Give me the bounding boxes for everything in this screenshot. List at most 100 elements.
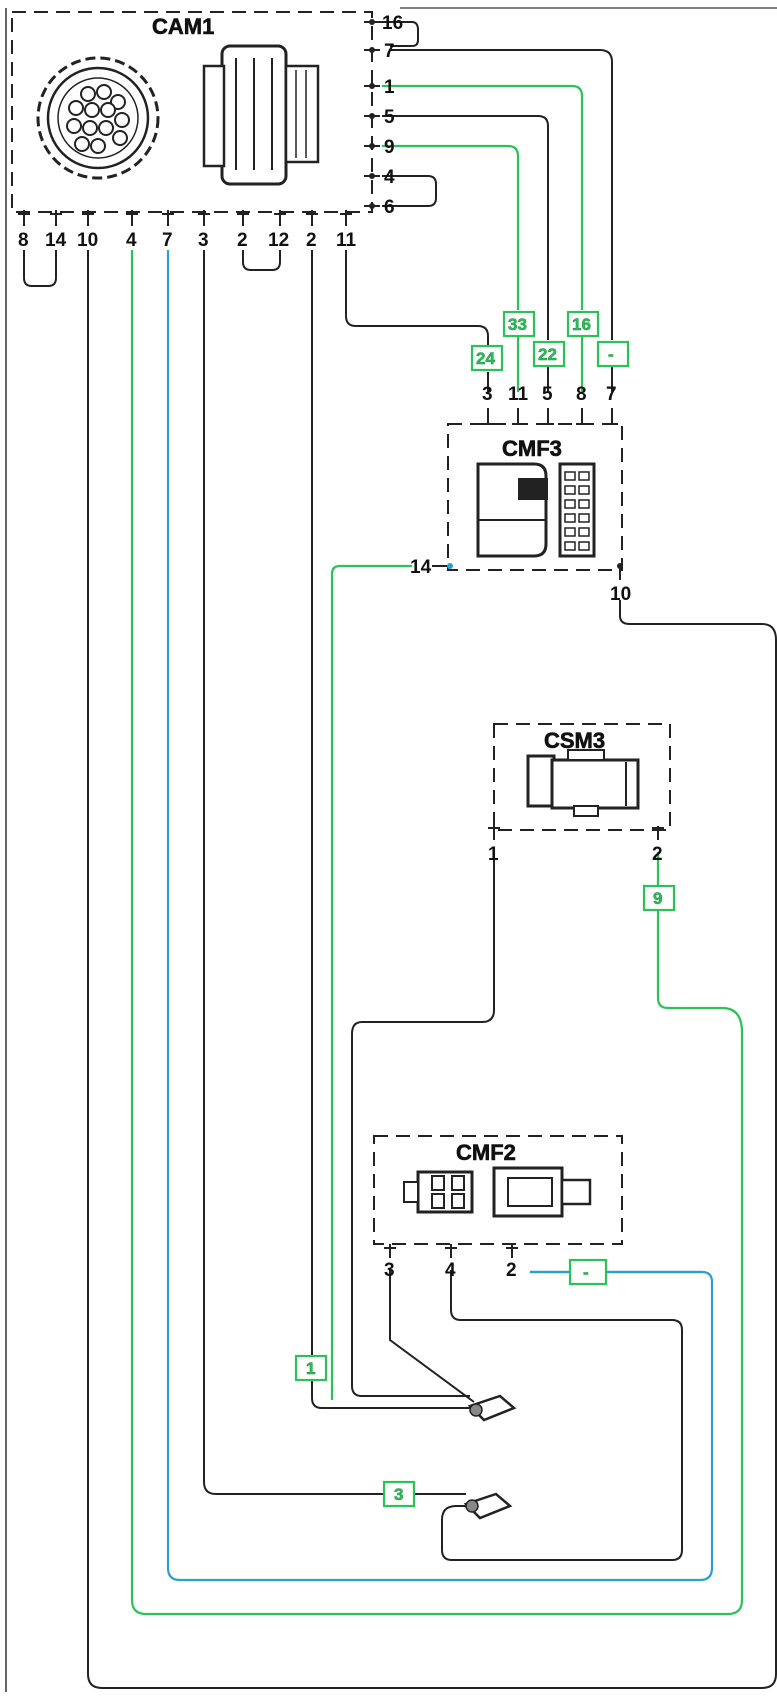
cmf3-pin-block-icon: [558, 462, 596, 558]
cam1-pin-label: 11: [336, 230, 357, 251]
cam1-pin: 3: [198, 210, 210, 251]
cmf3-pin: 11: [508, 384, 529, 425]
cam1-pin: 7: [364, 41, 395, 62]
cmf2-connector: CMF2 3 4 2: [373, 1135, 623, 1281]
cmf3-pin-label: 10: [610, 584, 631, 605]
cmf2-pin: 4: [445, 1244, 457, 1281]
cmf2-title: CMF2: [456, 1140, 516, 1165]
cmf3-pin-label: 14: [410, 557, 432, 578]
cam1-pin: 6: [364, 197, 395, 218]
cmf3-connector: CMF3 3 11 5 8 7 14 10: [410, 384, 631, 605]
cam1-pin: 1: [364, 77, 395, 98]
cam1-pin: 7: [162, 210, 174, 251]
cmf3-pin: 14: [410, 557, 453, 578]
cmf3-pin: 7: [606, 384, 618, 425]
cam1-pin-label: 7: [384, 41, 395, 62]
cam1-pin: 12: [268, 210, 289, 251]
cmf3-pin-label: 8: [576, 384, 587, 405]
cam1-title: CAM1: [152, 14, 214, 39]
wire-tag-label: 16: [572, 315, 591, 334]
wire-tag: 22: [532, 340, 566, 368]
wire-tag-label: 9: [653, 889, 662, 908]
cam1-right-pins: 16 7 1 5 9 4 6: [364, 13, 403, 218]
cam1-pin: 5: [364, 107, 395, 128]
cmf2-boundary: [373, 1135, 623, 1245]
cam1-pin-label: 2: [306, 230, 317, 251]
wire-tag: 16: [566, 310, 600, 338]
cam1-pin-label: 9: [384, 137, 395, 158]
cmf3-pin: 5: [542, 384, 554, 425]
cam1-pin-label: 1: [384, 77, 395, 98]
cam1-pin: 10: [77, 210, 98, 251]
wire-tag-label: 22: [538, 345, 557, 364]
cmf3-pin: 8: [576, 384, 588, 425]
cmf2-pin: 3: [384, 1244, 396, 1281]
cmf3-pin-label: 11: [508, 384, 529, 405]
wire-tag-label: -: [583, 1263, 589, 1282]
cam1-connector: CAM1 16 7 1: [11, 11, 403, 251]
cmf2-socket-icon: [403, 1170, 474, 1214]
outer-frame: [5, 7, 777, 1692]
csm3-plug-icon: [526, 749, 640, 817]
csm3-pin: 2: [652, 826, 664, 865]
cam1-pin-label: 5: [384, 107, 395, 128]
cmf3-pin: 3: [482, 384, 494, 425]
wire-tag-label: 24: [476, 349, 495, 368]
cam1-pin: 8: [18, 210, 30, 251]
wire-tag: 3: [382, 1480, 416, 1508]
cam1-side-profile-icon: [202, 44, 320, 186]
cam1-boundary: [11, 11, 373, 213]
csm3-connector: CSM3 1 2: [488, 723, 671, 865]
cmf3-top-pins: 3 11 5 8 7: [482, 384, 618, 425]
cmf2-plug-icon: [492, 1166, 592, 1218]
wire-tag-label: 33: [508, 315, 527, 334]
cam1-pin: 14: [45, 210, 67, 251]
cmf3-pin-label: 7: [606, 384, 617, 405]
wire-tag: 24: [470, 344, 504, 372]
cmf2-pin-label: 4: [445, 1260, 456, 1281]
splice-terminal-icon: [463, 1492, 513, 1520]
wire-tag-label: 3: [394, 1485, 403, 1504]
cam1-pin: 4: [126, 210, 138, 251]
cam1-bottom-pins: 8 14 10 4 7 3 2 12 2 11: [18, 210, 357, 251]
cam1-pin: 2: [237, 210, 249, 251]
csm3-pin-label: 1: [488, 844, 499, 865]
wire-tag: 33: [502, 310, 536, 338]
cmf2-pin-label: 3: [384, 1260, 395, 1281]
cam1-pin: 16: [364, 13, 403, 34]
cam1-pin-label: 6: [384, 197, 395, 218]
wire-tag: -: [568, 1258, 608, 1286]
cam1-pin-label: 14: [45, 230, 67, 251]
cmf3-pin-label: 3: [482, 384, 493, 405]
cam1-round-connector-icon: [36, 56, 160, 180]
cam1-pin-label: 8: [18, 230, 29, 251]
cam1-pin-label: 12: [268, 230, 289, 251]
csm3-boundary: [493, 723, 671, 831]
wire-tag-label: -: [608, 345, 614, 364]
cam1-pin-label: 7: [162, 230, 173, 251]
cmf3-title: CMF3: [502, 436, 562, 461]
wire-tags-top: 33 16 22 24 -: [470, 310, 630, 372]
wire-tag: 9: [642, 884, 676, 912]
cam1-pin-label: 16: [382, 13, 403, 34]
cam1-pin-label: 4: [126, 230, 137, 251]
cmf2-pin-label: 2: [506, 1260, 517, 1281]
wire-tag: 1: [294, 1354, 328, 1382]
cam1-pin: 4: [364, 167, 395, 188]
cam1-pin: 9: [364, 137, 395, 158]
csm3-pin: 1: [488, 826, 500, 865]
cmf3-plug-icon: [476, 462, 548, 558]
cam1-pin-label: 3: [198, 230, 209, 251]
splice-terminal-icon: [467, 1394, 517, 1422]
wires: [23, 21, 777, 1689]
cam1-pin-label: 10: [77, 230, 98, 251]
wire-tag-label: 1: [306, 1359, 315, 1378]
cmf3-pin: 10: [610, 563, 631, 605]
cam1-pin: 11: [336, 210, 357, 251]
cmf2-pin: 2: [506, 1244, 518, 1281]
cam1-pin: 2: [306, 210, 318, 251]
wire-tag: -: [596, 340, 630, 368]
cam1-pin-label: 4: [384, 167, 395, 188]
cam1-pin-label: 2: [237, 230, 248, 251]
